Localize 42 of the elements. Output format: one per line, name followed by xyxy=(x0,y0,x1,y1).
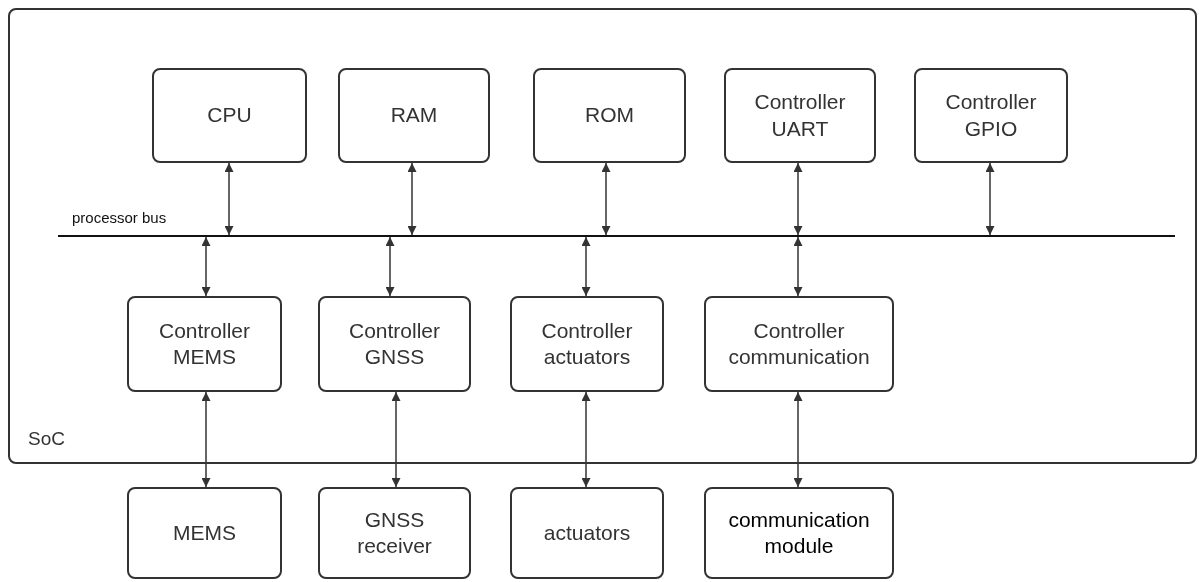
block-label: RAM xyxy=(390,102,438,129)
double-arrow xyxy=(581,236,591,297)
block-box xyxy=(152,68,307,163)
region-label: SoC xyxy=(28,428,65,450)
double-arrow xyxy=(985,162,995,236)
double-arrow xyxy=(385,236,395,297)
block-label: Controller actuators xyxy=(540,317,634,370)
double-arrow xyxy=(201,236,211,297)
block-box xyxy=(533,68,686,163)
double-arrow xyxy=(793,236,803,297)
soc-boundary xyxy=(8,8,1197,464)
block-box xyxy=(338,68,490,163)
block-box xyxy=(704,487,894,579)
block-box xyxy=(704,296,894,392)
double-arrow xyxy=(391,391,401,488)
block-label: Controller GPIO xyxy=(944,89,1038,142)
double-arrow xyxy=(407,162,417,236)
block-label: communication module xyxy=(727,506,871,559)
block-box xyxy=(724,68,876,163)
block-label: Controller UART xyxy=(753,89,847,142)
block-label: MEMS xyxy=(173,519,236,546)
block-label: CPU xyxy=(207,102,252,129)
double-arrow xyxy=(793,391,803,488)
double-arrow xyxy=(581,391,591,488)
double-arrow xyxy=(224,162,234,236)
double-arrow xyxy=(601,162,611,236)
block-box xyxy=(318,296,471,392)
block-label: GNSS receiver xyxy=(356,506,433,559)
double-arrow xyxy=(793,162,803,236)
block-label: Controller GNSS xyxy=(347,317,441,370)
bus-label: processor bus xyxy=(72,209,167,226)
double-arrow xyxy=(201,391,211,488)
block-label: ROM xyxy=(585,102,634,129)
block-label: Controller MEMS xyxy=(157,317,251,370)
block-box xyxy=(318,487,471,579)
block-label: actuators xyxy=(543,519,631,546)
block-box xyxy=(914,68,1068,163)
block-box xyxy=(510,296,664,392)
block-label: Controller communication xyxy=(727,317,871,370)
block-box xyxy=(127,487,282,579)
block-box xyxy=(510,487,664,579)
block-box xyxy=(127,296,282,392)
